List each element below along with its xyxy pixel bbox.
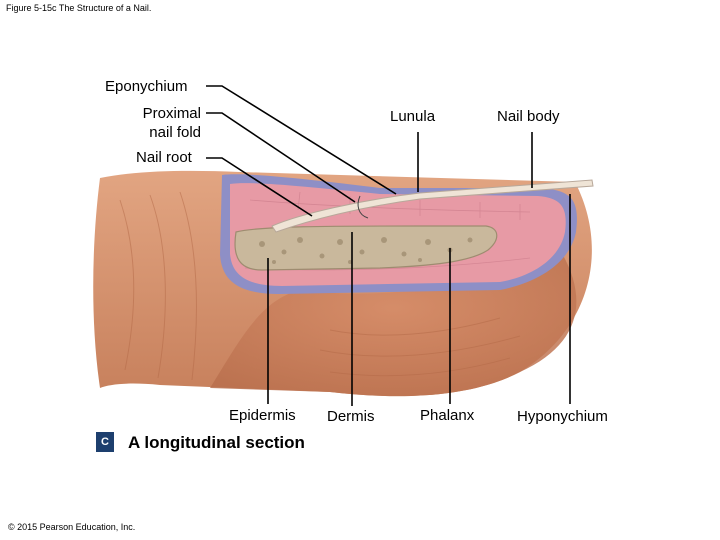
label-nail-body: Nail body [497,107,560,126]
panel-letter-badge: C [96,432,114,452]
label-epidermis: Epidermis [229,406,296,425]
label-dermis: Dermis [327,407,375,426]
label-phalanx: Phalanx [420,406,474,425]
label-nail-root: Nail root [136,148,192,167]
panel-title: A longitudinal section [128,433,305,453]
copyright-notice: © 2015 Pearson Education, Inc. [8,522,135,532]
label-proximal-nail-fold-line2: nail fold [100,123,201,142]
label-hyponychium: Hyponychium [517,407,608,426]
label-lunula: Lunula [390,107,435,126]
label-proximal-nail-fold: Proximal nail fold [100,104,201,142]
label-proximal-nail-fold-line1: Proximal [100,104,201,123]
label-eponychium: Eponychium [105,77,188,96]
